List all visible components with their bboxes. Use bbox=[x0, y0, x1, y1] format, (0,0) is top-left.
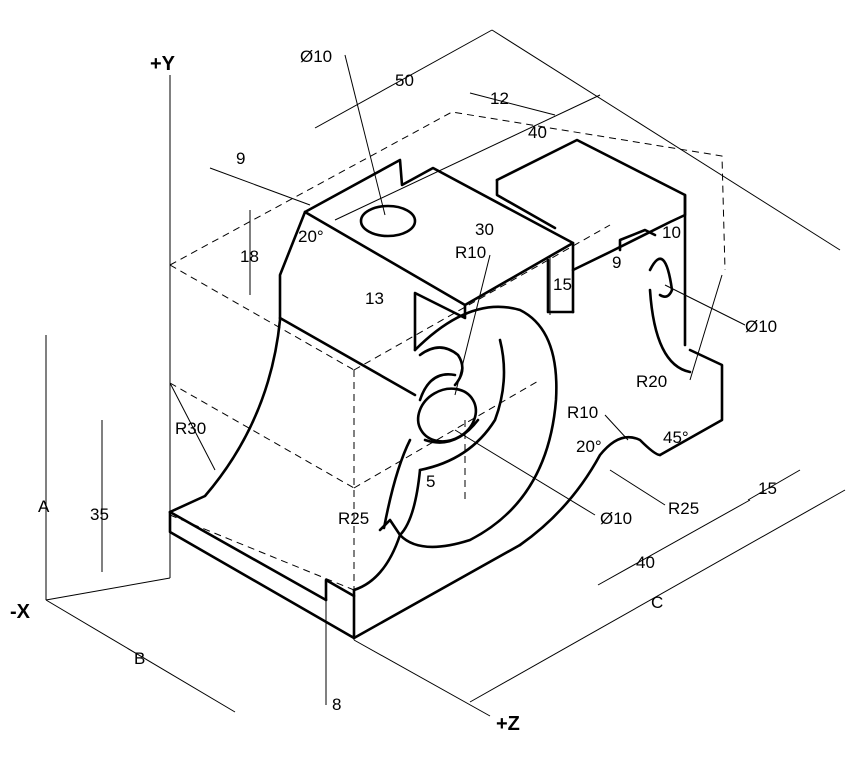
bounding-box-top-front bbox=[169, 264, 355, 371]
dim-a: A bbox=[38, 497, 50, 516]
bounding-box-right-front bbox=[353, 224, 611, 371]
dim-line-40-top bbox=[334, 94, 601, 221]
base-front-step bbox=[324, 578, 356, 602]
y-axis-label: +Y bbox=[150, 53, 176, 75]
dim-dia10-right: Ø10 bbox=[745, 317, 777, 336]
dim-line-40-bottom bbox=[597, 499, 751, 586]
dim-40-bottom: 40 bbox=[636, 553, 655, 572]
rear-ledge bbox=[658, 348, 724, 457]
dim-8: 8 bbox=[332, 695, 341, 714]
leader-r10-right bbox=[604, 414, 629, 441]
leader-r10-top bbox=[454, 254, 491, 396]
base-bottom-right bbox=[352, 543, 522, 640]
dim-13: 13 bbox=[365, 289, 384, 308]
dim-line-b bbox=[45, 599, 236, 713]
dim-r30: R30 bbox=[175, 419, 206, 438]
left-wall-top-edge bbox=[278, 316, 417, 397]
right-ear-hole bbox=[648, 257, 674, 298]
base-left-edge bbox=[168, 510, 356, 640]
dim-18: 18 bbox=[240, 247, 259, 266]
top-block-side bbox=[546, 258, 575, 314]
dimension-lines bbox=[45, 29, 846, 713]
dim-line-9-top bbox=[209, 167, 311, 206]
top-hole bbox=[359, 204, 417, 238]
base-top-front bbox=[168, 510, 328, 602]
dim-line-12 bbox=[469, 92, 556, 116]
leader-dia10-front bbox=[454, 429, 596, 516]
dim-15-step: 15 bbox=[553, 275, 572, 294]
dim-line-c bbox=[469, 489, 846, 703]
object-outline bbox=[168, 138, 724, 640]
base-hidden-edge bbox=[169, 514, 355, 591]
x-axis-line bbox=[45, 577, 171, 601]
leader-r20 bbox=[689, 274, 723, 381]
dim-c: C bbox=[651, 593, 663, 612]
dim-30: 30 bbox=[475, 220, 494, 239]
dim-50: 50 bbox=[395, 71, 414, 90]
dim-line-50 bbox=[314, 29, 493, 129]
right-arch bbox=[518, 435, 662, 547]
dim-35: 35 bbox=[90, 505, 109, 524]
dim-line-15-bottom bbox=[747, 469, 801, 501]
dim-9-top: 9 bbox=[236, 149, 245, 168]
dim-dia10-front: Ø10 bbox=[600, 509, 632, 528]
dim-r10-top: R10 bbox=[455, 243, 486, 262]
rear-block bbox=[495, 138, 687, 272]
leader-dia10-right bbox=[664, 284, 746, 326]
rear-block-front bbox=[495, 178, 557, 230]
rear-r20-corner bbox=[648, 288, 692, 374]
dim-dia10-top: Ø10 bbox=[300, 47, 332, 66]
z-axis-line bbox=[353, 639, 491, 717]
dim-5: 5 bbox=[426, 472, 435, 491]
front-sweep-outer bbox=[398, 305, 558, 549]
z-axis-label: +Z bbox=[496, 713, 520, 735]
front-sweep-mid bbox=[398, 468, 422, 537]
dim-9-side: 9 bbox=[612, 253, 621, 272]
dim-20deg-top: 20° bbox=[298, 227, 324, 246]
leader-r25-right bbox=[609, 469, 666, 506]
hub-upper-ring bbox=[418, 346, 464, 387]
hole-centerline-horizontal bbox=[353, 379, 541, 489]
bounding-box-top bbox=[169, 111, 726, 271]
front-sweep-inner bbox=[418, 338, 506, 472]
dim-12: 12 bbox=[490, 89, 509, 108]
top-block-front bbox=[413, 291, 467, 352]
dim-r25-left: R25 bbox=[338, 509, 369, 528]
dim-r10-right: R10 bbox=[567, 403, 598, 422]
dim-10: 10 bbox=[662, 223, 681, 242]
front-r25-left bbox=[352, 518, 402, 592]
leader-r30 bbox=[169, 382, 216, 471]
dim-40-top: 40 bbox=[528, 123, 547, 142]
dim-15-bottom: 15 bbox=[758, 479, 777, 498]
dim-b: B bbox=[134, 649, 145, 668]
dim-45deg: 45° bbox=[663, 428, 689, 447]
dim-20deg-right: 20° bbox=[576, 437, 602, 456]
front-r25-curve bbox=[382, 438, 412, 530]
ext-50-right bbox=[491, 29, 841, 251]
hub-cylinder bbox=[418, 373, 480, 444]
dim-r25-right: R25 bbox=[668, 499, 699, 518]
rear-slot bbox=[618, 228, 657, 252]
dim-r20: R20 bbox=[636, 372, 667, 391]
dimension-labels: Ø10 50 12 40 9 20° 18 30 R10 15 10 9 Ø10… bbox=[38, 47, 777, 714]
leader-dia10-top bbox=[344, 54, 386, 216]
top-block-top bbox=[303, 158, 575, 307]
x-axis-label: -X bbox=[10, 601, 31, 623]
left-curved-wall bbox=[168, 210, 307, 514]
